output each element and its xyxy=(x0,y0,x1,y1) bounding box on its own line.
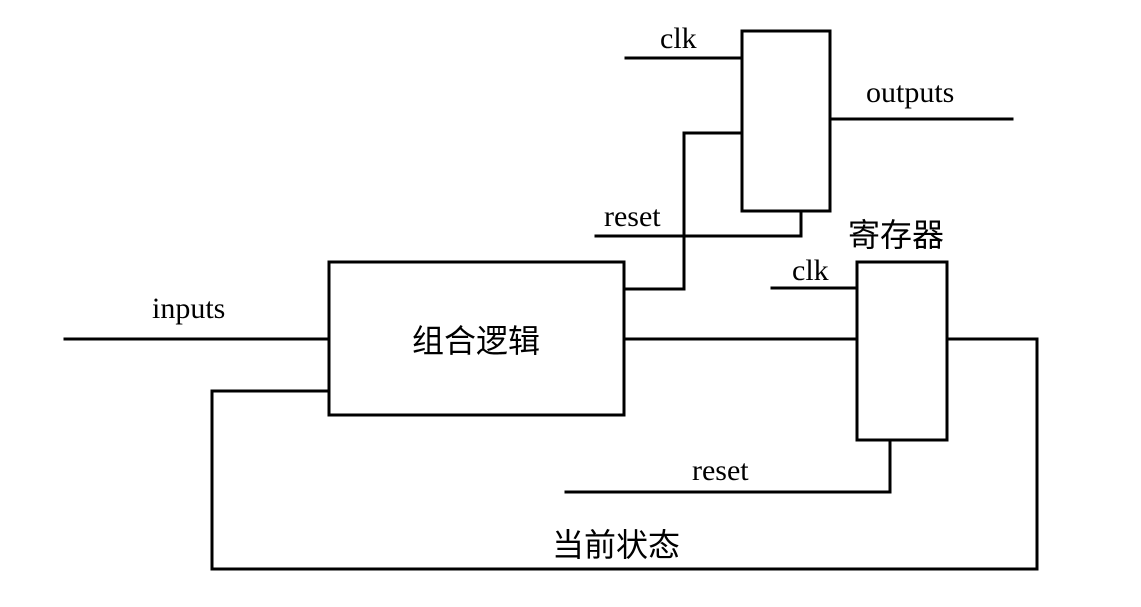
output-register-block xyxy=(740,29,832,213)
current-state-label: 当前状态 xyxy=(552,526,680,564)
inputs-label: inputs xyxy=(152,292,225,325)
register-label: 寄存器 xyxy=(848,216,944,254)
reset-bottom-label: reset xyxy=(692,454,749,487)
clk-bottom-label: clk xyxy=(792,254,829,287)
combinational-logic-label: 组合逻辑 xyxy=(412,322,540,360)
state-register-block xyxy=(855,260,949,442)
reset-top-wire xyxy=(594,209,803,238)
combinational-logic-block xyxy=(327,260,626,417)
comb-to-output-register-wire xyxy=(622,131,744,291)
clk-top-label: clk xyxy=(660,22,697,55)
reset-top-label: reset xyxy=(604,200,661,233)
current-state-feedback-wire xyxy=(210,337,1039,571)
reset-bottom-wire xyxy=(564,438,892,494)
outputs-label: outputs xyxy=(866,76,954,109)
